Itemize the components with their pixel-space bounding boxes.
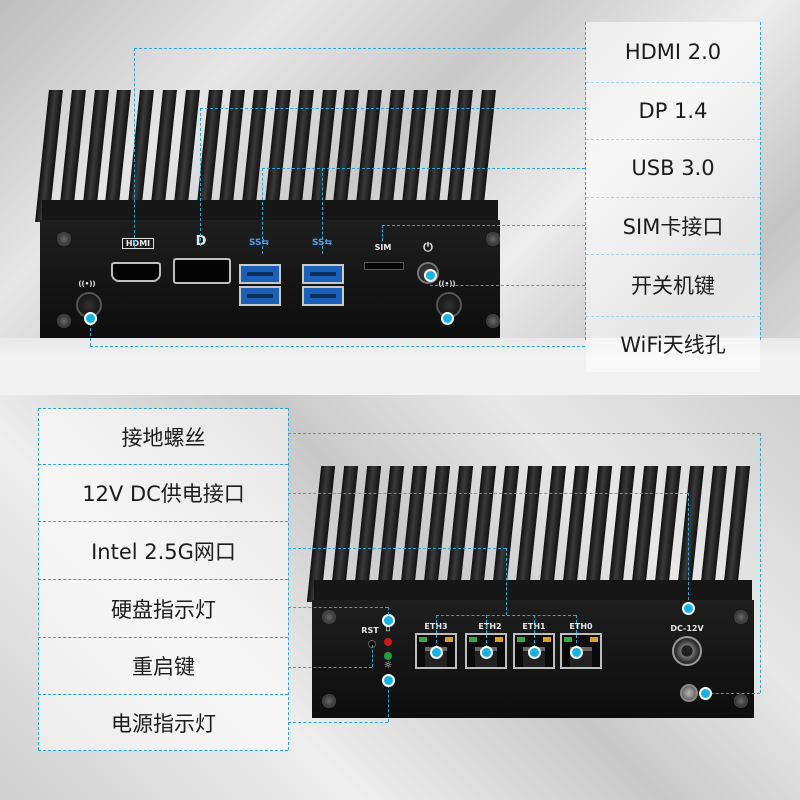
dp-port[interactable] bbox=[173, 258, 231, 284]
callout-line bbox=[262, 168, 585, 169]
callout-line bbox=[690, 693, 760, 694]
screw bbox=[322, 694, 336, 708]
callout-divider bbox=[760, 22, 761, 340]
label-dc-power: 12V DC供电接口 bbox=[39, 465, 288, 521]
callout-dot bbox=[570, 646, 583, 659]
callout-line bbox=[576, 615, 577, 653]
callout-line bbox=[382, 225, 383, 241]
screw bbox=[57, 232, 71, 246]
callout-line bbox=[436, 615, 437, 653]
callout-line bbox=[436, 615, 576, 616]
callout-line bbox=[288, 667, 372, 668]
hdmi-icon: HDMI bbox=[122, 238, 154, 249]
screw bbox=[486, 232, 500, 246]
callout-line bbox=[262, 168, 263, 254]
callout-line bbox=[534, 615, 535, 653]
callout-dot bbox=[441, 312, 454, 325]
power-led bbox=[384, 652, 392, 660]
callout-line bbox=[134, 48, 585, 49]
callout-line bbox=[90, 346, 585, 347]
callout-divider bbox=[38, 637, 288, 638]
callout-line bbox=[288, 548, 506, 549]
power-led-icon: ☼ bbox=[383, 660, 393, 671]
callout-line bbox=[90, 318, 91, 346]
callout-dot bbox=[699, 687, 712, 700]
rst-label: RST bbox=[361, 626, 379, 635]
dc-power-jack[interactable] bbox=[672, 636, 702, 666]
callout-line bbox=[388, 607, 389, 620]
label-ground-screw: 接地螺丝 bbox=[39, 409, 288, 464]
callout-line bbox=[486, 615, 487, 653]
callout-dot bbox=[430, 646, 443, 659]
callout-dot bbox=[84, 312, 97, 325]
callout-divider bbox=[38, 750, 288, 751]
callout-line bbox=[288, 493, 688, 494]
screw bbox=[734, 610, 748, 624]
hdmi-port[interactable] bbox=[111, 262, 161, 282]
callout-line bbox=[506, 548, 507, 615]
callout-line bbox=[288, 433, 760, 434]
label-dp: DP 1.4 bbox=[586, 82, 760, 139]
callout-line bbox=[760, 433, 761, 693]
screw bbox=[734, 694, 748, 708]
screw bbox=[322, 610, 336, 624]
callout-line bbox=[200, 108, 201, 246]
callout-divider bbox=[38, 521, 288, 522]
label-hdd-led: 硬盘指示灯 bbox=[39, 580, 288, 637]
usb-port[interactable] bbox=[302, 286, 344, 306]
callout-dot bbox=[528, 646, 541, 659]
sim-label: SIM bbox=[374, 243, 392, 252]
eth-label: ETH0 bbox=[569, 622, 593, 631]
label-sim: SIM卡接口 bbox=[586, 197, 760, 254]
hdd-icon: ▯ bbox=[385, 622, 391, 633]
callout-divider bbox=[38, 694, 288, 695]
callout-divider bbox=[38, 464, 288, 465]
usb-icon: SS⇆ bbox=[311, 238, 333, 248]
usb-port[interactable] bbox=[302, 264, 344, 284]
callout-line bbox=[288, 722, 388, 723]
callout-line bbox=[382, 225, 585, 226]
callout-line bbox=[322, 168, 323, 254]
callout-line bbox=[688, 493, 689, 605]
wifi-icon: ((•)) bbox=[438, 280, 456, 288]
eth-label: ETH2 bbox=[478, 622, 502, 631]
power-icon: ⏻ bbox=[423, 240, 433, 254]
callout-line bbox=[134, 48, 135, 248]
label-reset: 重启键 bbox=[39, 638, 288, 694]
callout-line bbox=[430, 285, 585, 286]
sim-slot[interactable] bbox=[364, 262, 404, 270]
label-power-led: 电源指示灯 bbox=[39, 695, 288, 750]
label-power-button: 开关机键 bbox=[586, 254, 760, 316]
usb-icon: SS⇆ bbox=[248, 238, 270, 248]
label-wifi: WiFi天线孔 bbox=[586, 316, 760, 372]
screw bbox=[57, 314, 71, 328]
wifi-icon: ((•)) bbox=[78, 280, 96, 288]
dc-label: DC-12V bbox=[670, 624, 704, 633]
usb-port[interactable] bbox=[239, 286, 281, 306]
callout-divider bbox=[38, 579, 288, 580]
callout-dot bbox=[382, 674, 395, 687]
label-hdmi: HDMI 2.0 bbox=[586, 22, 760, 82]
usb-port[interactable] bbox=[239, 264, 281, 284]
callout-divider bbox=[288, 408, 289, 750]
callout-line bbox=[372, 645, 373, 667]
callout-line bbox=[200, 108, 585, 109]
heatsink-base bbox=[42, 200, 498, 222]
callout-line bbox=[388, 680, 389, 722]
hdd-led bbox=[384, 638, 392, 646]
callout-dot bbox=[480, 646, 493, 659]
label-usb: USB 3.0 bbox=[586, 139, 760, 197]
callout-line bbox=[288, 607, 388, 608]
label-ethernet: Intel 2.5G网口 bbox=[39, 522, 288, 579]
callout-dot bbox=[682, 602, 695, 615]
heatsink-base bbox=[314, 580, 752, 602]
callout-divider bbox=[38, 408, 288, 409]
callout-dot bbox=[424, 269, 437, 282]
screw bbox=[486, 314, 500, 328]
callout-divider bbox=[585, 22, 586, 340]
dp-icon: D bbox=[195, 234, 207, 249]
